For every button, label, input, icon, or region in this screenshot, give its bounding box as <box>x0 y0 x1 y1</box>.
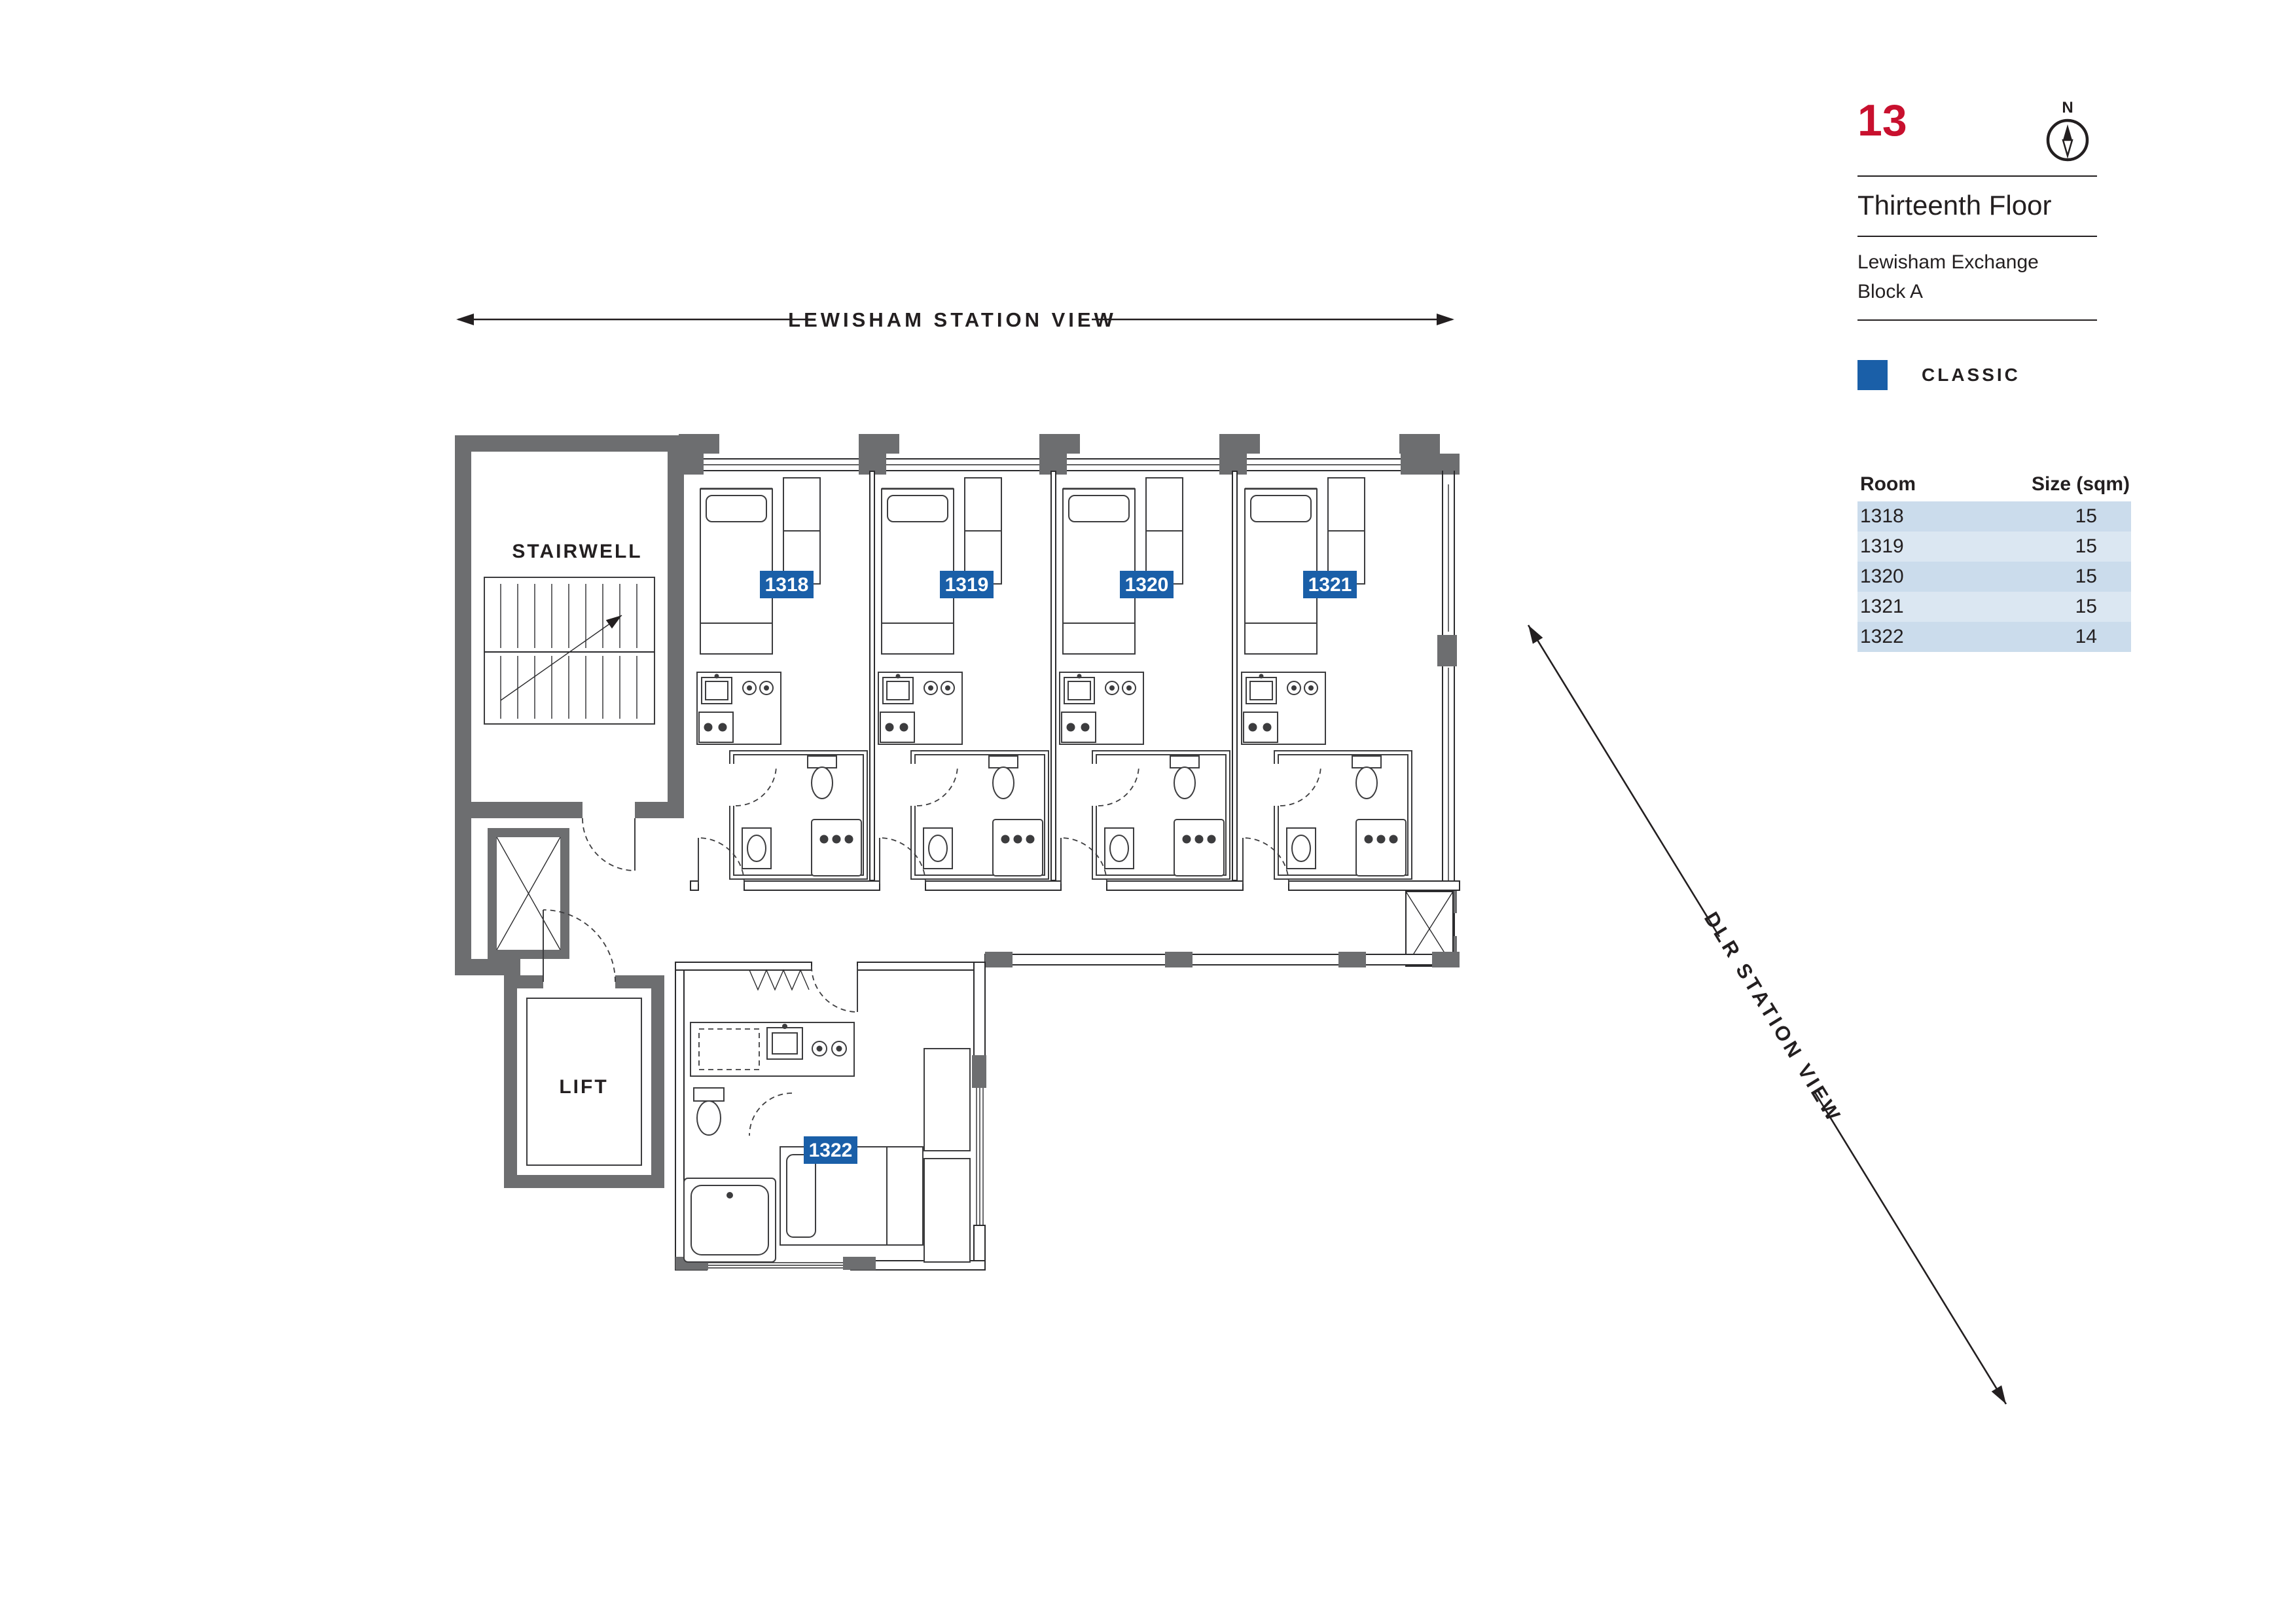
arrowhead-left <box>456 314 474 325</box>
compass-north-label: N <box>2062 99 2073 117</box>
floor-plan: LEWISHAM STATION VIEW DLR STATION VIEW S… <box>455 308 2007 1405</box>
arrowhead-down <box>1991 1385 2006 1404</box>
table-header-room: Room <box>1860 473 1916 495</box>
toilet-cistern <box>693 1087 725 1102</box>
room-1322: 1322 <box>675 962 986 1271</box>
legend-label: CLASSIC <box>1922 365 2020 385</box>
corridor-wall <box>690 880 1460 891</box>
floor-name: Thirteenth Floor <box>1857 190 2052 221</box>
building-line2: Block A <box>1857 281 1924 302</box>
room-1320-furniture <box>1058 477 1231 885</box>
bathroom-door-arc <box>749 1092 793 1136</box>
room-badge-1321 <box>1303 571 1357 598</box>
window-mullion <box>1399 434 1440 454</box>
lewisham-view-label: LEWISHAM STATION VIEW <box>788 308 1117 331</box>
corridor-bottom-wall <box>984 952 1460 967</box>
entry-door-arc <box>811 965 858 1013</box>
legend: CLASSIC <box>1857 360 2132 390</box>
lift: LIFT <box>504 909 664 1188</box>
room-badge-1319 <box>940 571 994 598</box>
dlr-view-arrow: DLR STATION VIEW <box>1527 624 2007 1405</box>
arrowhead-up <box>1528 625 1543 644</box>
pillow <box>786 1154 816 1238</box>
arrowhead-right <box>1437 314 1454 325</box>
stairwell-door-arc <box>582 818 636 871</box>
closet-zigzag <box>749 969 810 991</box>
stairwell-label: STAIRWELL <box>512 541 642 562</box>
building-name: Lewisham Exchange Block A <box>1857 247 2132 306</box>
appliance <box>698 1028 760 1070</box>
bathtub <box>683 1178 776 1263</box>
svg-text:1321: 1321 <box>1308 574 1352 596</box>
service-shaft <box>455 828 569 975</box>
room-badges: 1318 1319 1320 1321 <box>760 571 1357 598</box>
lewisham-view-arrow: LEWISHAM STATION VIEW <box>456 308 1454 331</box>
window-mullion <box>1219 434 1260 454</box>
floor-number: 13 <box>1857 96 1907 145</box>
divider <box>1857 175 2097 177</box>
toilet <box>696 1100 721 1136</box>
compass-icon: N <box>2046 99 2089 162</box>
info-panel: 13 N Thirteenth Floor Lewisham Exchange … <box>1857 98 2132 652</box>
divider <box>1857 236 2097 237</box>
classic-swatch <box>1857 360 1888 390</box>
svg-text:1322: 1322 <box>809 1140 853 1161</box>
svg-text:1319: 1319 <box>945 574 989 596</box>
table-header-size: Size (sqm) <box>2031 473 2130 495</box>
svg-text:1320: 1320 <box>1125 574 1169 596</box>
room-badge-1322 <box>804 1136 857 1164</box>
room-1321-furniture <box>1240 477 1413 885</box>
room-1318-furniture <box>696 477 869 885</box>
room-1319-furniture <box>877 477 1050 885</box>
window-mullion <box>1039 434 1080 454</box>
dlr-view-label: DLR STATION VIEW <box>1700 908 1846 1127</box>
stairwell: STAIRWELL <box>455 435 684 965</box>
window-mullion <box>679 434 719 454</box>
desk <box>924 1158 971 1263</box>
exterior-walls <box>674 434 1460 967</box>
stair-direction-arrow <box>605 615 622 629</box>
wardrobe <box>924 1048 971 1151</box>
room-badge-1318 <box>760 571 814 598</box>
svg-text:1318: 1318 <box>765 574 809 596</box>
lift-label: LIFT <box>559 1076 608 1098</box>
building-line1: Lewisham Exchange <box>1857 251 2039 273</box>
window-mullion <box>859 434 899 454</box>
lift-car <box>526 998 642 1166</box>
stair-flight <box>484 577 655 725</box>
room-badge-1320 <box>1120 571 1174 598</box>
lift-door-arc <box>543 909 616 983</box>
divider <box>1857 319 2097 321</box>
